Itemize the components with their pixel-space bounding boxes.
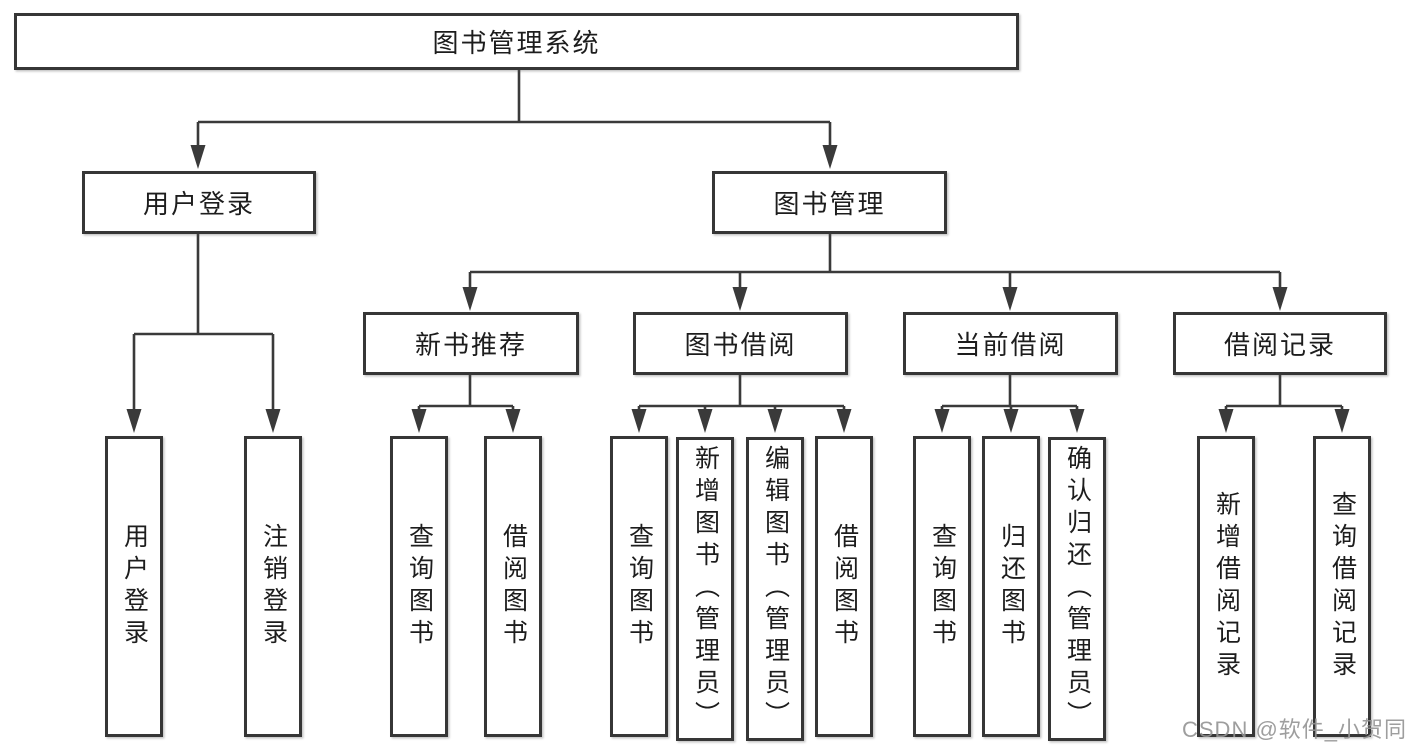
leaf-logout-login: 注销登录 bbox=[244, 436, 302, 737]
leaf-borrow-books-borrowing: 借阅图书 bbox=[815, 436, 873, 737]
node-borrow-records: 借阅记录 bbox=[1173, 312, 1387, 375]
leaf-query-books-borrowing: 查询图书 bbox=[610, 436, 668, 737]
node-user-login-branch: 用户登录 bbox=[82, 171, 316, 234]
node-current-borrowing: 当前借阅 bbox=[903, 312, 1118, 375]
node-root-system: 图书管理系统 bbox=[14, 13, 1019, 70]
leaf-borrow-books-recommend: 借阅图书 bbox=[484, 436, 542, 737]
leaf-query-borrow-record: 查询借阅记录 bbox=[1313, 436, 1371, 737]
watermark: CSDN @软件_小贺同学 bbox=[1182, 717, 1405, 742]
leaf-return-book: 归还图书 bbox=[982, 436, 1040, 737]
leaf-edit-book-admin: 编辑图书（管理员） bbox=[746, 437, 804, 741]
leaf-query-books-current: 查询图书 bbox=[913, 436, 971, 737]
leaf-add-book-admin: 新增图书（管理员） bbox=[676, 437, 734, 741]
node-book-management-branch: 图书管理 bbox=[712, 171, 947, 234]
leaf-confirm-return-admin: 确认归还（管理员） bbox=[1048, 437, 1106, 741]
node-book-borrowing: 图书借阅 bbox=[633, 312, 848, 375]
leaf-add-borrow-record: 新增借阅记录 bbox=[1197, 436, 1255, 737]
leaf-user-login: 用户登录 bbox=[105, 436, 163, 737]
node-new-book-recommend: 新书推荐 bbox=[363, 312, 579, 375]
leaf-query-books-recommend: 查询图书 bbox=[390, 436, 448, 737]
